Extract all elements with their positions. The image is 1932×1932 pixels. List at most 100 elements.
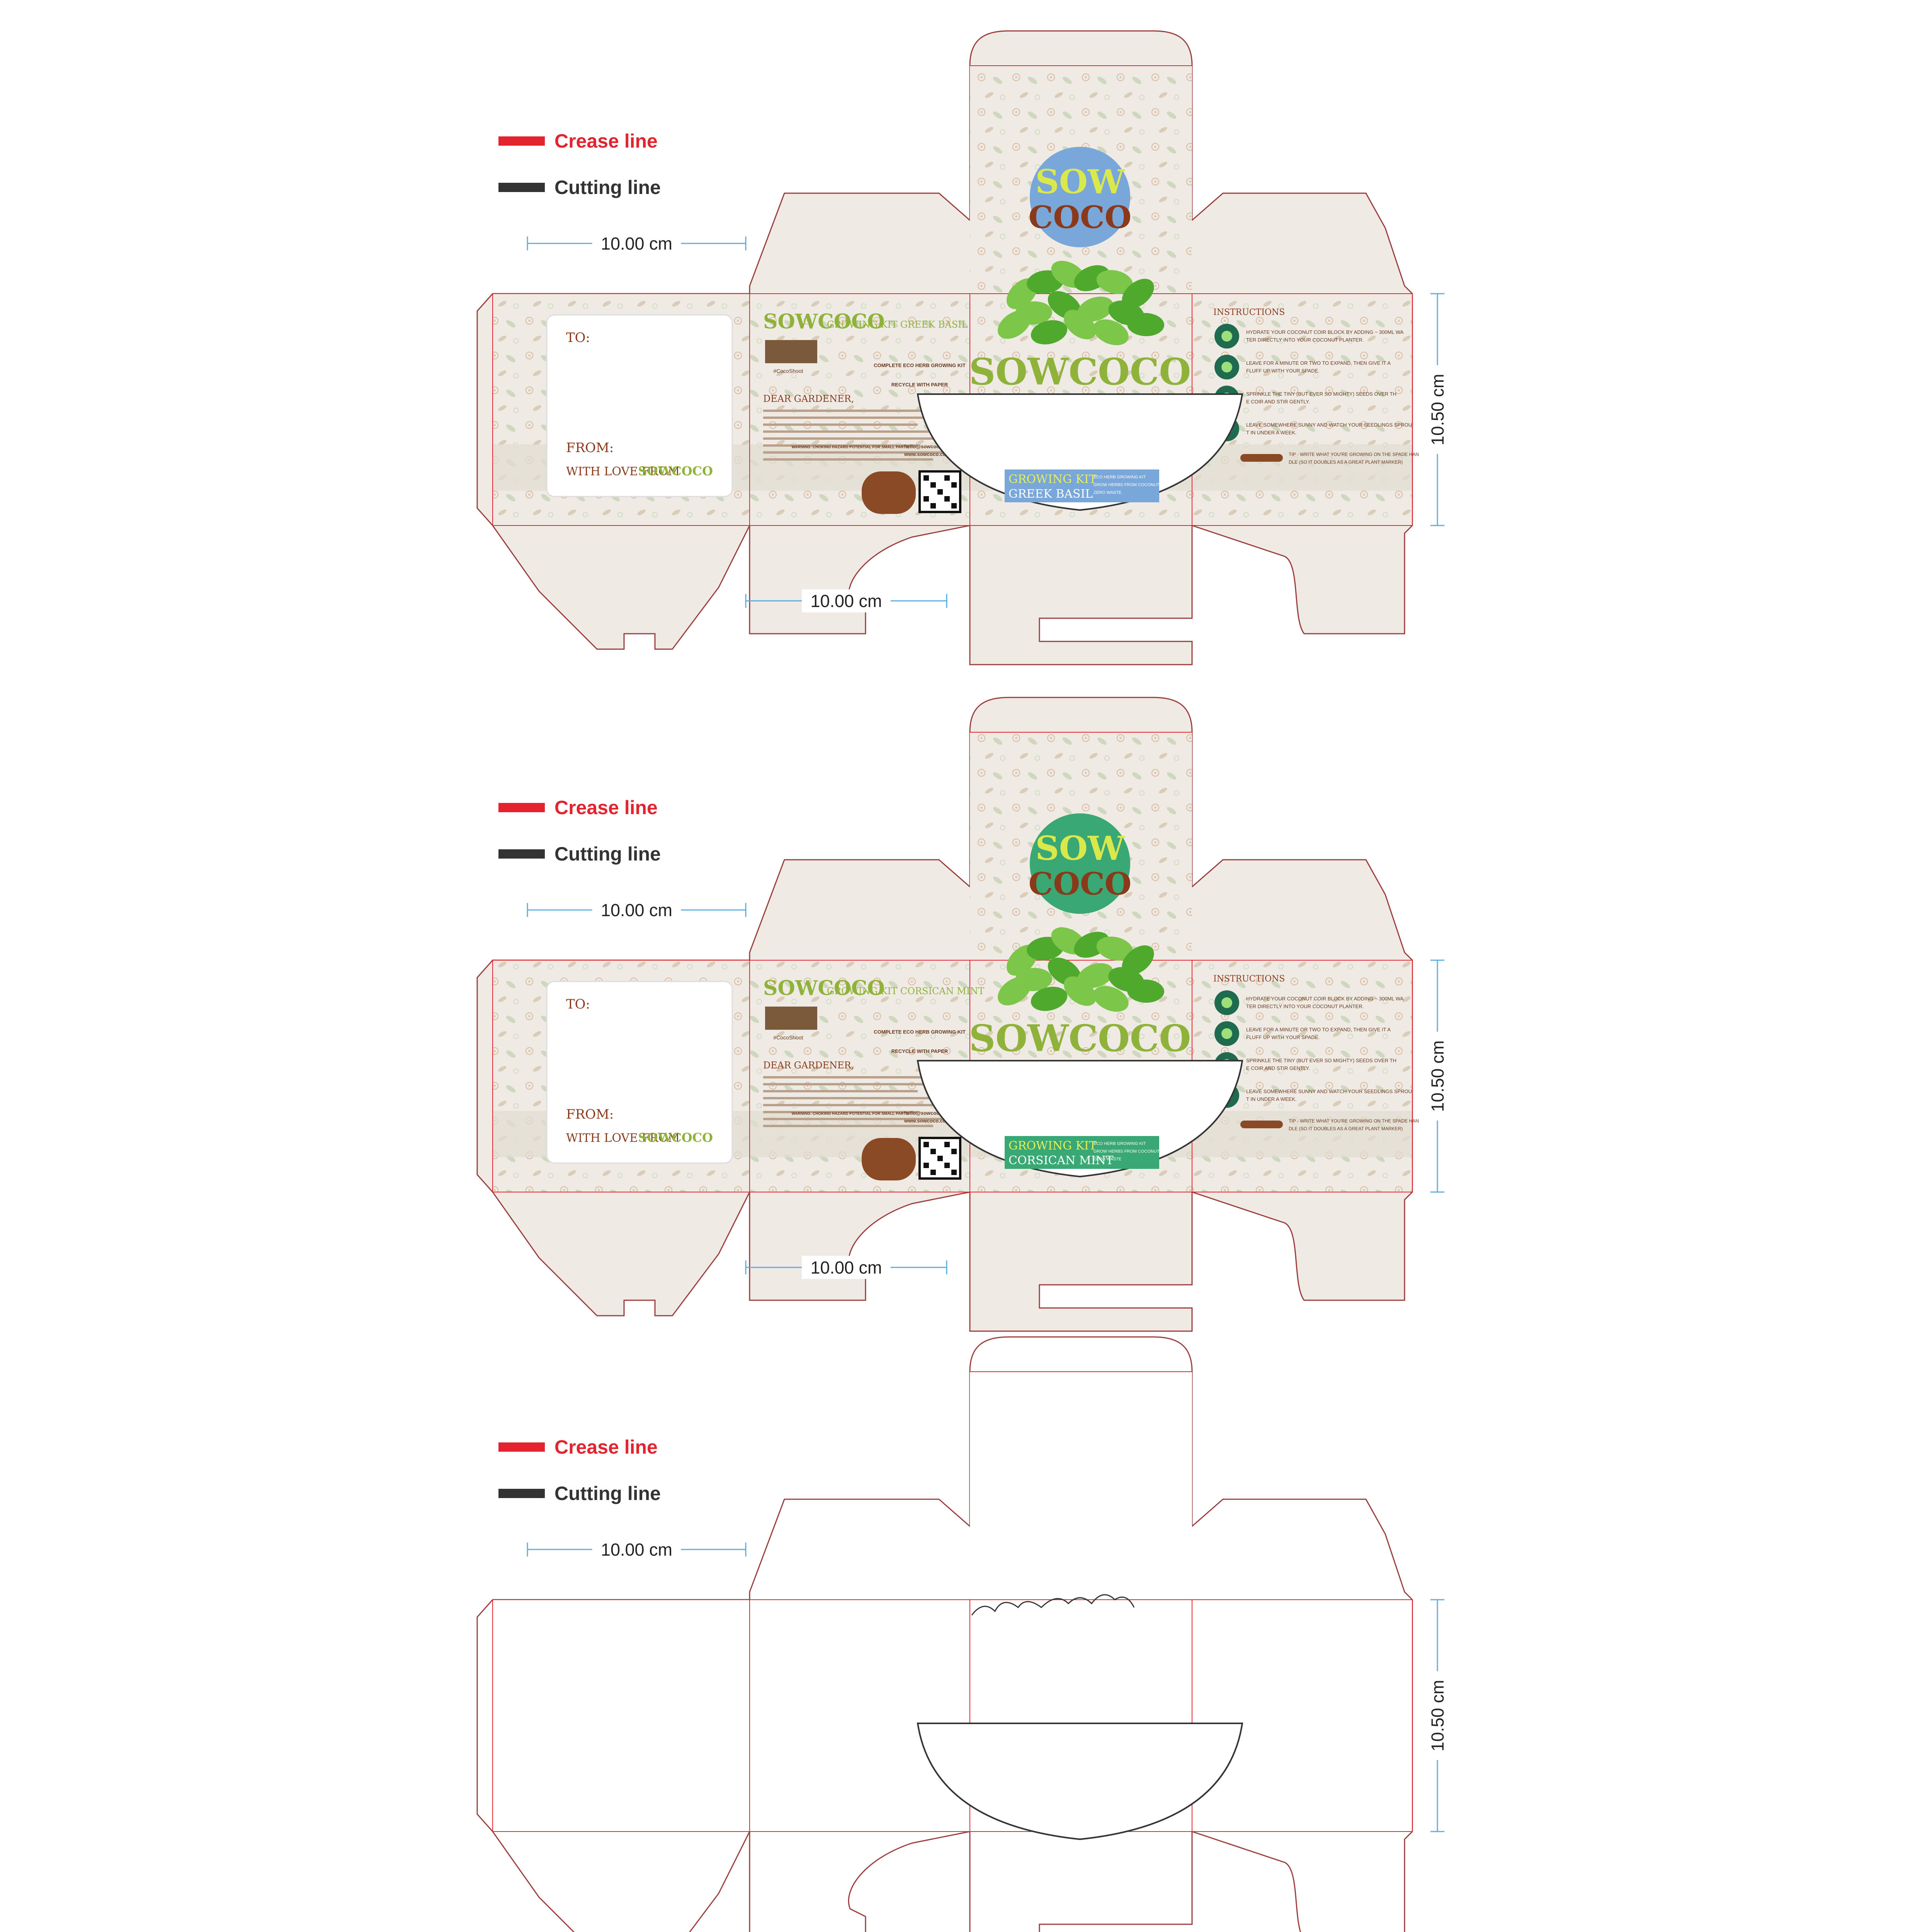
signoff: WITH LOVE FROM	[566, 1131, 680, 1145]
dim-width-label: 10.00 cm	[601, 234, 672, 253]
bowl-window	[917, 1060, 1243, 1178]
qr-cell	[944, 1163, 950, 1168]
badge-feature: ZERO WASTE	[1094, 1157, 1121, 1162]
leaf	[1093, 986, 1129, 1012]
leaf	[1096, 936, 1133, 961]
dim-width-label: 10.00 cm	[601, 1540, 672, 1560]
badge-feature: GROW HERBS FROM COCONUTS	[1094, 483, 1162, 487]
cutting-label: Cutting line	[554, 177, 661, 198]
leaf	[1031, 986, 1068, 1011]
step-text-cont: FLUFF UP WITH YOUR SPADE.	[1246, 368, 1320, 374]
logo-line2: COCO	[1029, 199, 1132, 235]
crease-swatch	[498, 136, 545, 146]
logo-line2: COCO	[1029, 866, 1132, 902]
complete-kit: COMPLETE ECO HERB GROWING KIT	[874, 1029, 966, 1035]
logo-circle	[1030, 147, 1130, 247]
dim-width-label: 10.00 cm	[810, 591, 882, 611]
dear-gardener: DEAR GARDENER,	[763, 393, 854, 404]
dim-label-bg	[802, 1256, 891, 1279]
dim-label-bg	[592, 232, 681, 255]
body-text-line	[763, 444, 918, 447]
spade-icon	[1240, 454, 1283, 462]
step-text: LEAVE FOR A MINUTE OR TWO TO EXPAND, THE…	[1246, 360, 1391, 366]
step-text: LEAVE SOMEWHERE SUNNY AND WATCH YOUR SEE…	[1246, 422, 1412, 428]
qr-cell	[951, 1170, 957, 1175]
website: www.sowcoco.com	[904, 1118, 950, 1124]
qr-cell	[930, 1149, 936, 1154]
qr-cell	[951, 503, 957, 509]
badge-sub: CORSICAN MINT	[1009, 1154, 1114, 1167]
dim-height-label: 10.50 cm	[1428, 1680, 1447, 1751]
dim-label-bg	[592, 1538, 681, 1561]
tip-text: TIP - WRITE WHAT YOU'RE GROWING ON THE S…	[1289, 1118, 1419, 1124]
step-text-cont: E COIR AND STIR GENTLY.	[1246, 1065, 1310, 1071]
leaf	[1127, 979, 1164, 1003]
dim-height-label: 10.50 cm	[1428, 1040, 1447, 1112]
qr-cell	[944, 475, 950, 481]
main-band	[493, 1600, 1412, 1832]
cutting-label: Cutting line	[554, 1483, 661, 1504]
logo-line1: SOW	[1036, 163, 1125, 201]
leaf	[1064, 976, 1096, 1006]
step-text-cont: E COIR AND STIR GENTLY.	[1246, 399, 1310, 405]
crease-label: Crease line	[554, 1436, 658, 1458]
to-label: TO:	[566, 330, 590, 345]
body-text-line	[763, 458, 933, 461]
qr-cell	[937, 1156, 943, 1161]
body-text-line	[763, 1125, 933, 1127]
step-text: LEAVE FOR A MINUTE OR TWO TO EXPAND, THE…	[1246, 1027, 1391, 1032]
hashtag: #CocoShoot	[773, 1034, 803, 1041]
tip-text-cont: DLE (SO IT DOUBLES AS A GREAT PLANT MARK…	[1289, 459, 1403, 465]
recycle: RECYCLE WITH PAPER	[891, 382, 948, 388]
plant-bowl: SOWCOCO	[917, 260, 1243, 511]
step-text-cont: T IN UNDER A WEEK.	[1246, 1096, 1297, 1102]
dim-width-label: 10.00 cm	[601, 900, 672, 920]
qr-cell	[923, 1163, 929, 1168]
dear-gardener: DEAR GARDENER,	[763, 1060, 854, 1071]
step-text: SPRINKLE THE TINY (BUT EVER SO MIGHTY) S…	[1246, 1058, 1396, 1063]
step-text-cont: TER DIRECTLY INTO YOUR COCONUT PLANTER.	[1246, 337, 1364, 343]
signoff-brand: SOWCOCO	[638, 464, 713, 478]
psst-bubble	[862, 1138, 916, 1180]
kit-badge	[1005, 469, 1159, 502]
body-text-line	[763, 417, 933, 419]
badge-feature: ECO HERB GROWING KIT	[1094, 1141, 1146, 1146]
body-text-line	[763, 437, 933, 440]
body-text-line	[763, 1104, 933, 1106]
badge-feature: GROW HERBS FROM COCONUTS	[1094, 1149, 1162, 1154]
step-text-cont: T IN UNDER A WEEK.	[1246, 430, 1297, 435]
sowcoco-logo: SOWCOCO	[1029, 813, 1132, 914]
crease-swatch	[498, 803, 545, 812]
body-text-line	[763, 430, 949, 433]
dim-label-bg	[1425, 1671, 1450, 1760]
signoff: WITH LOVE FROM	[566, 465, 680, 478]
dimension-width: 10.00 cm	[745, 589, 947, 612]
body-text-line	[763, 1111, 918, 1113]
kit-badge	[1005, 1136, 1159, 1169]
dimension-width: 10.00 cm	[527, 1538, 747, 1561]
wordmark: SOWCOCO	[969, 350, 1191, 393]
badge-feature: ZERO WASTE	[1094, 490, 1121, 495]
badge-feature: ECO HERB GROWING KIT	[1094, 475, 1146, 480]
crease-rect	[492, 960, 1413, 1192]
cutting-label: Cutting line	[554, 843, 661, 865]
wordmark: SOWCOCO	[969, 1017, 1191, 1060]
logo-line1: SOW	[1036, 829, 1125, 868]
body-text-line	[763, 423, 918, 426]
spade-icon	[1240, 1121, 1283, 1128]
gift-card-bg	[546, 314, 733, 497]
step-text: LEAVE SOMEWHERE SUNNY AND WATCH YOUR SEE…	[1246, 1088, 1412, 1094]
qr-cell	[930, 1170, 936, 1175]
warning: WARNING: CHOKING HAZARD POTENTIAL FOR SM…	[792, 1112, 909, 1116]
body-text-line	[763, 1118, 949, 1120]
dim-label-bg	[1425, 1032, 1450, 1121]
body-text-line	[763, 451, 949, 454]
leaf	[1064, 310, 1096, 340]
qr-cell	[923, 496, 929, 502]
dimension-width: 10.00 cm	[527, 898, 747, 922]
